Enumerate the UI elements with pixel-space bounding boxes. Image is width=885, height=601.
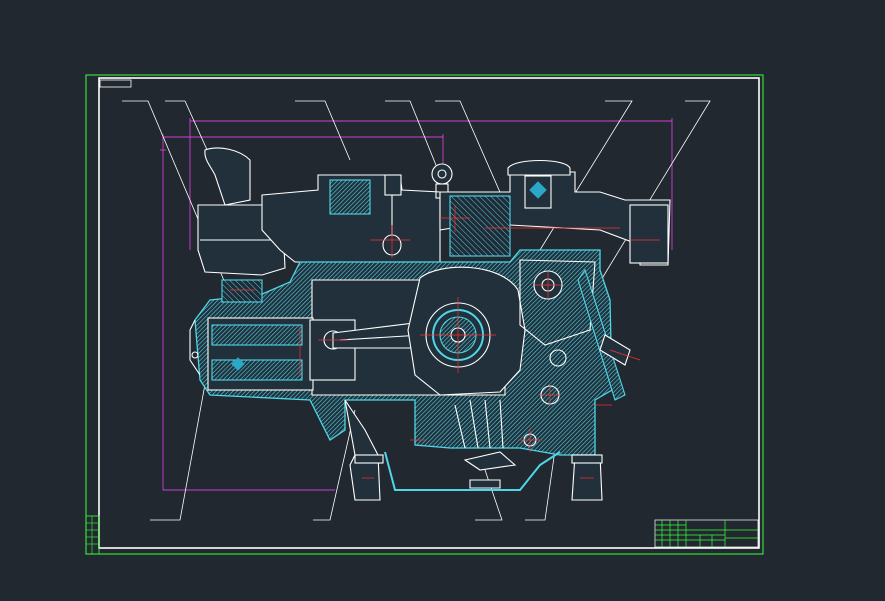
lifting-eye — [431, 163, 453, 185]
center-lines — [230, 205, 660, 479]
drawing-border — [98, 77, 760, 549]
outer-frame — [85, 74, 764, 555]
exhaust-pipe — [204, 147, 251, 206]
dimension-lines — [160, 118, 673, 491]
oil-sump — [384, 451, 561, 491]
engine-assembly — [189, 147, 671, 501]
binding-strip — [85, 515, 100, 555]
filler-cap — [329, 179, 371, 215]
binding-strip-cells — [86, 516, 99, 554]
engine-foot-left — [344, 399, 381, 501]
piston — [309, 319, 356, 381]
view-label-box — [99, 79, 132, 88]
radiator-cap — [507, 160, 571, 176]
title-block — [654, 519, 759, 548]
